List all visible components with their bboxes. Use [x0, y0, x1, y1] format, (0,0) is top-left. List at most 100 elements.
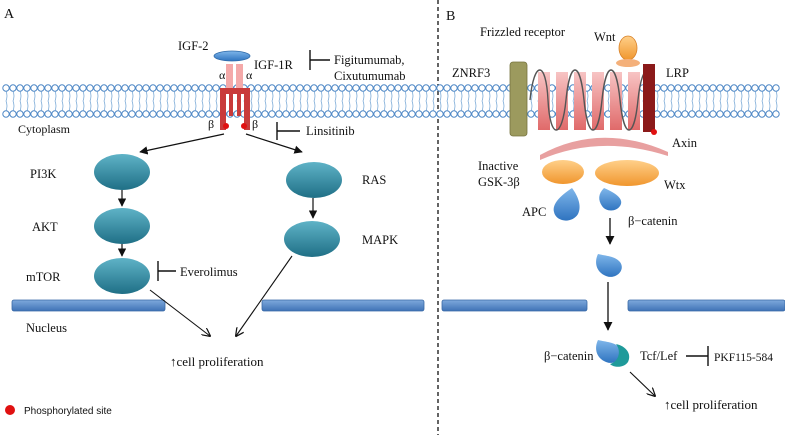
lipid-head — [37, 84, 45, 92]
lipid-head — [289, 84, 297, 92]
lipid-head — [317, 84, 325, 92]
proliferation-a-label: ↑cell proliferation — [170, 354, 264, 369]
lipid-tail — [425, 90, 428, 112]
lipid-tail — [306, 90, 309, 112]
lipid-head — [373, 110, 381, 118]
lipid-tail — [705, 90, 708, 112]
lipid-tail — [383, 90, 386, 112]
pkf-label: PKF115-584 — [714, 352, 773, 364]
lipid-head — [695, 110, 703, 118]
nuclear-beta-catenin — [596, 340, 622, 363]
lipid-head — [387, 84, 395, 92]
lipid-head — [450, 110, 458, 118]
lipid-head — [2, 110, 10, 118]
lipid-head — [275, 84, 283, 92]
lipid-head — [394, 84, 402, 92]
lipid-head — [492, 84, 500, 92]
lipid-head — [310, 110, 318, 118]
beta-right-label: β — [252, 117, 258, 131]
lipid-tail — [411, 90, 414, 112]
lipid-head — [142, 110, 150, 118]
cixutumumab-label: Cixutumumab — [334, 69, 406, 83]
lipid-head — [212, 110, 220, 118]
lipid-head — [303, 84, 311, 92]
lipid-head — [114, 110, 122, 118]
lipid-head — [436, 110, 444, 118]
lipid-head — [499, 84, 507, 92]
lipid-tail — [677, 90, 680, 112]
lipid-head — [100, 110, 108, 118]
igf2-ligand — [213, 50, 251, 62]
akt-node — [94, 208, 150, 244]
lipid-tail — [208, 90, 211, 112]
lipid-head — [261, 110, 269, 118]
legend-label: Phosphorylated site — [24, 406, 112, 417]
lipid-head — [107, 84, 115, 92]
lipid-head — [184, 110, 192, 118]
lipid-head — [191, 110, 199, 118]
lipid-head — [149, 84, 157, 92]
lipid-tail — [215, 90, 218, 112]
lipid-head — [345, 84, 353, 92]
lipid-head — [142, 84, 150, 92]
lipid-head — [443, 110, 451, 118]
pi3k-label: PI3K — [30, 167, 56, 181]
mapk-label: MAPK — [362, 233, 398, 247]
lipid-tail — [313, 90, 316, 112]
lipid-tail — [131, 90, 134, 112]
lipid-tail — [117, 90, 120, 112]
arrow-tcf-proliferation — [629, 371, 655, 396]
lipid-head — [380, 84, 388, 92]
lipid-head — [2, 84, 10, 92]
lipid-head — [65, 110, 73, 118]
lipid-tail — [453, 90, 456, 112]
lipid-head — [324, 110, 332, 118]
lipid-tail — [299, 90, 302, 112]
lipid-head — [429, 84, 437, 92]
free-beta-catenin — [596, 254, 622, 277]
lipid-head — [485, 110, 493, 118]
lipid-tail — [187, 90, 190, 112]
alpha-left-label: α — [219, 68, 226, 82]
lipid-tail — [404, 90, 407, 112]
lipid-tail — [684, 90, 687, 112]
lrp-protein — [643, 64, 655, 132]
inactive-label: Inactive — [478, 159, 519, 173]
lipid-head — [688, 84, 696, 92]
lipid-head — [254, 84, 262, 92]
phospho-legend-icon — [5, 405, 15, 415]
lipid-head — [352, 110, 360, 118]
lipid-head — [464, 84, 472, 92]
lipid-head — [303, 110, 311, 118]
lipid-tail — [768, 90, 771, 112]
lipid-tail — [747, 90, 750, 112]
beta-catenin-protein — [599, 188, 622, 211]
lipid-tail — [488, 90, 491, 112]
lipid-head — [135, 84, 143, 92]
lipid-tail — [292, 90, 295, 112]
lipid-head — [464, 110, 472, 118]
lipid-tail — [264, 90, 267, 112]
lipid-head — [198, 84, 206, 92]
lipid-head — [93, 110, 101, 118]
lipid-head — [436, 84, 444, 92]
lipid-head — [30, 110, 38, 118]
lipid-tail — [446, 90, 449, 112]
lipid-head — [30, 84, 38, 92]
lipid-tail — [320, 90, 323, 112]
lipid-head — [702, 110, 710, 118]
lipid-head — [212, 84, 220, 92]
lipid-tail — [5, 90, 8, 112]
lipid-head — [170, 84, 178, 92]
beta-catenin-label-2: β−catenin — [544, 349, 594, 363]
lipid-head — [744, 84, 752, 92]
lipid-head — [163, 110, 171, 118]
ras-node — [286, 162, 342, 198]
proliferation-b-label: ↑cell proliferation — [664, 397, 758, 412]
lipid-head — [674, 110, 682, 118]
lipid-tail — [691, 90, 694, 112]
lipid-head — [275, 110, 283, 118]
lipid-head — [170, 110, 178, 118]
lipid-head — [681, 110, 689, 118]
